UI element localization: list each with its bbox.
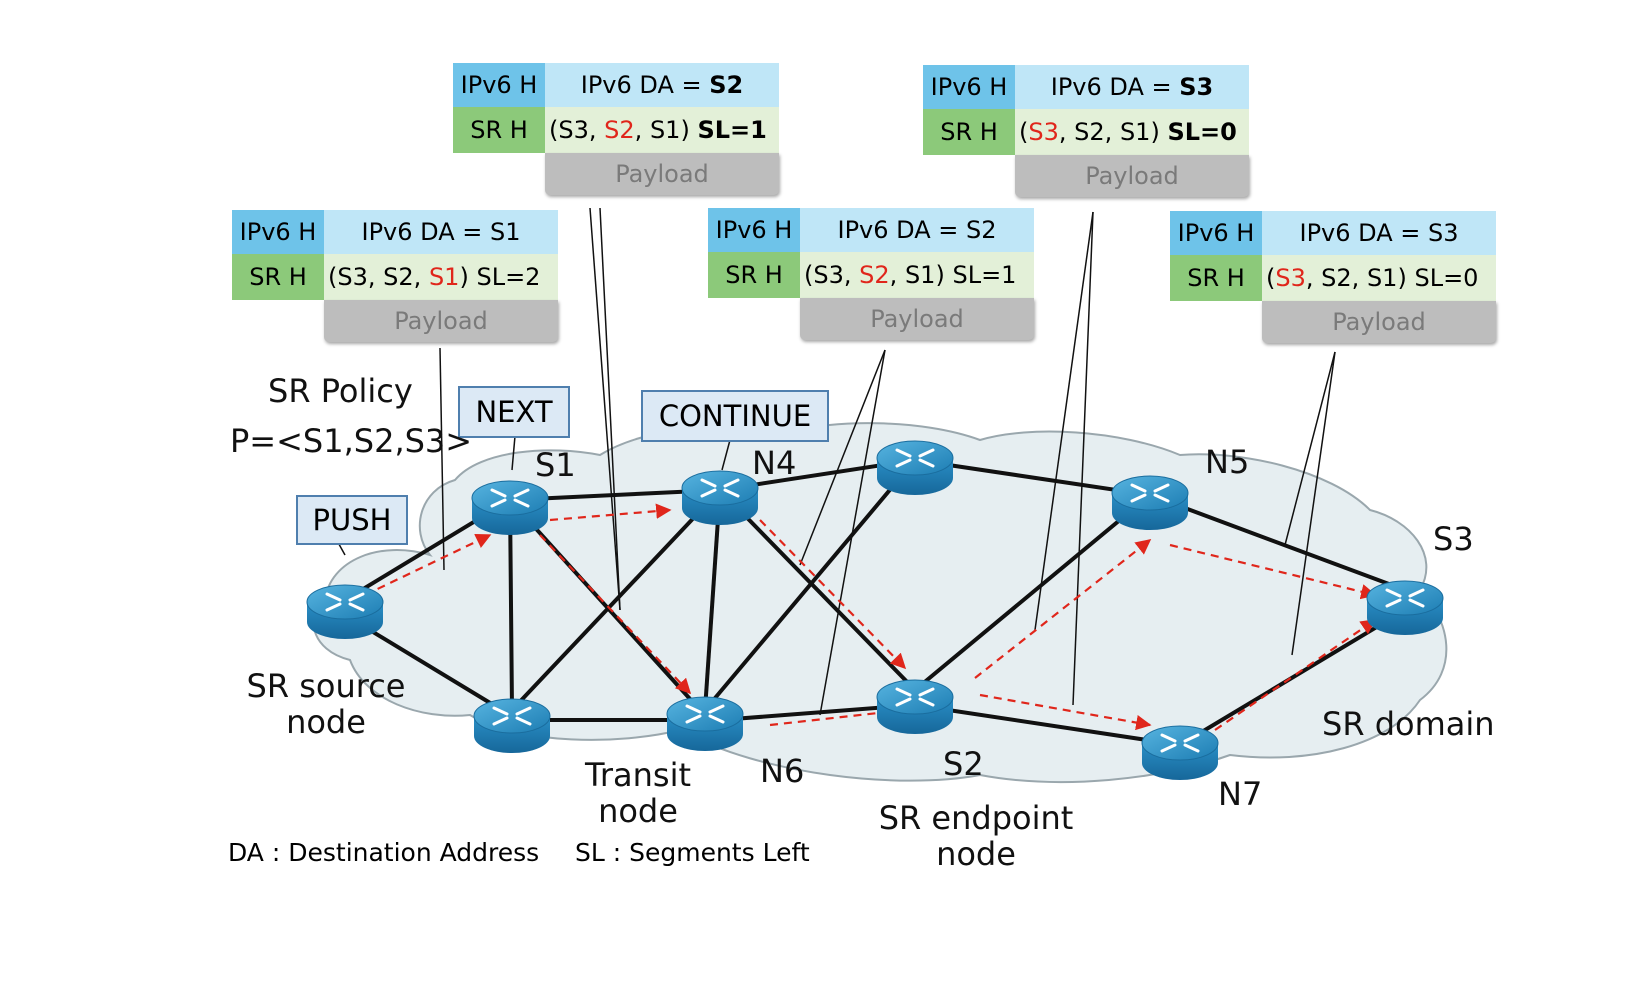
payload: Payload [1262, 301, 1496, 343]
router-n4-icon [681, 470, 759, 525]
transit-node-label: Transit node [585, 756, 691, 830]
ipv6-destination-address: IPv6 DA = S3 [1262, 211, 1496, 255]
ipv6-header-tag: IPv6 H [708, 208, 800, 252]
sr-policy-title: SR Policy [268, 372, 413, 410]
ipv6-destination-address: IPv6 DA = S2 [800, 208, 1034, 252]
ipv6-header-tag: IPv6 H [1170, 211, 1262, 255]
sr-endpoint-node-label: SR endpoint node [878, 799, 1074, 873]
packet-header-at-s1: IPv6 H IPv6 DA = S1 SR H (S3, S2, S1) SL… [232, 210, 558, 352]
sr-header-tag: SR H [708, 252, 800, 298]
node-label-s3: S3 [1433, 520, 1474, 558]
router-s3-icon [1366, 580, 1444, 635]
segment-list: (S3, S2, S1) SL=1 [545, 107, 779, 153]
sr-header-tag: SR H [1170, 255, 1262, 301]
push-action-box: PUSH [296, 495, 408, 545]
node-label-n4: N4 [752, 444, 797, 482]
legend-segments-left: SL : Segments Left [575, 838, 810, 867]
next-action-box: NEXT [458, 386, 570, 438]
ipv6-header-tag: IPv6 H [923, 65, 1015, 109]
segment-list: (S3, S2, S1) SL=2 [324, 254, 558, 300]
node-label-n5: N5 [1205, 443, 1250, 481]
router-s1-icon [471, 480, 549, 535]
payload: Payload [545, 153, 779, 195]
router-n6-icon [666, 696, 744, 751]
sr-source-node-label: SR source node [246, 667, 406, 741]
continue-action-box: CONTINUE [641, 390, 829, 442]
router-n5-icon [1111, 475, 1189, 530]
segment-list: (S3, S2, S1) SL=0 [1015, 109, 1249, 155]
sr-header-tag: SR H [923, 109, 1015, 155]
ipv6-destination-address: IPv6 DA = S1 [324, 210, 558, 254]
router-s2-icon [876, 679, 954, 734]
node-label-s2: S2 [943, 745, 984, 783]
segment-list: (S3, S2, S1) SL=1 [800, 252, 1034, 298]
sr-policy-value: P=<S1,S2,S3> [230, 422, 473, 460]
packet-header-at-n4: IPv6 H IPv6 DA = S2 SR H (S3, S2, S1) SL… [708, 208, 1034, 350]
packet-header-at-n7: IPv6 H IPv6 DA = S3 SR H (S3, S2, S1) SL… [1170, 211, 1496, 353]
segment-list: (S3, S2, S1) SL=0 [1262, 255, 1496, 301]
payload: Payload [800, 298, 1034, 340]
router-n7-icon [1141, 725, 1219, 780]
router-top-icon [876, 440, 954, 495]
legend-destination-address: DA : Destination Address [228, 838, 540, 867]
node-label-n6: N6 [760, 752, 805, 790]
sr-domain-label: SR domain [1322, 705, 1495, 743]
routers [306, 440, 1444, 780]
router-sr-source-icon [306, 584, 384, 639]
node-label-s1: S1 [535, 446, 576, 484]
packet-header-s2-out: IPv6 H IPv6 DA = S3 SR H (S3, S2, S1) SL… [923, 65, 1249, 207]
ipv6-header-tag: IPv6 H [232, 210, 324, 254]
payload: Payload [324, 300, 558, 342]
payload: Payload [1015, 155, 1249, 197]
ipv6-destination-address: IPv6 DA = S2 [545, 63, 779, 107]
router-bottom-left-icon [473, 698, 551, 753]
callout-lines [329, 207, 1336, 716]
ipv6-destination-address: IPv6 DA = S3 [1015, 65, 1249, 109]
packet-header-s1-out: IPv6 H IPv6 DA = S2 SR H (S3, S2, S1) SL… [453, 63, 779, 205]
ipv6-header-tag: IPv6 H [453, 63, 545, 107]
sr-header-tag: SR H [453, 107, 545, 153]
sr-path [364, 503, 1377, 731]
node-label-n7: N7 [1218, 775, 1263, 813]
sr-header-tag: SR H [232, 254, 324, 300]
